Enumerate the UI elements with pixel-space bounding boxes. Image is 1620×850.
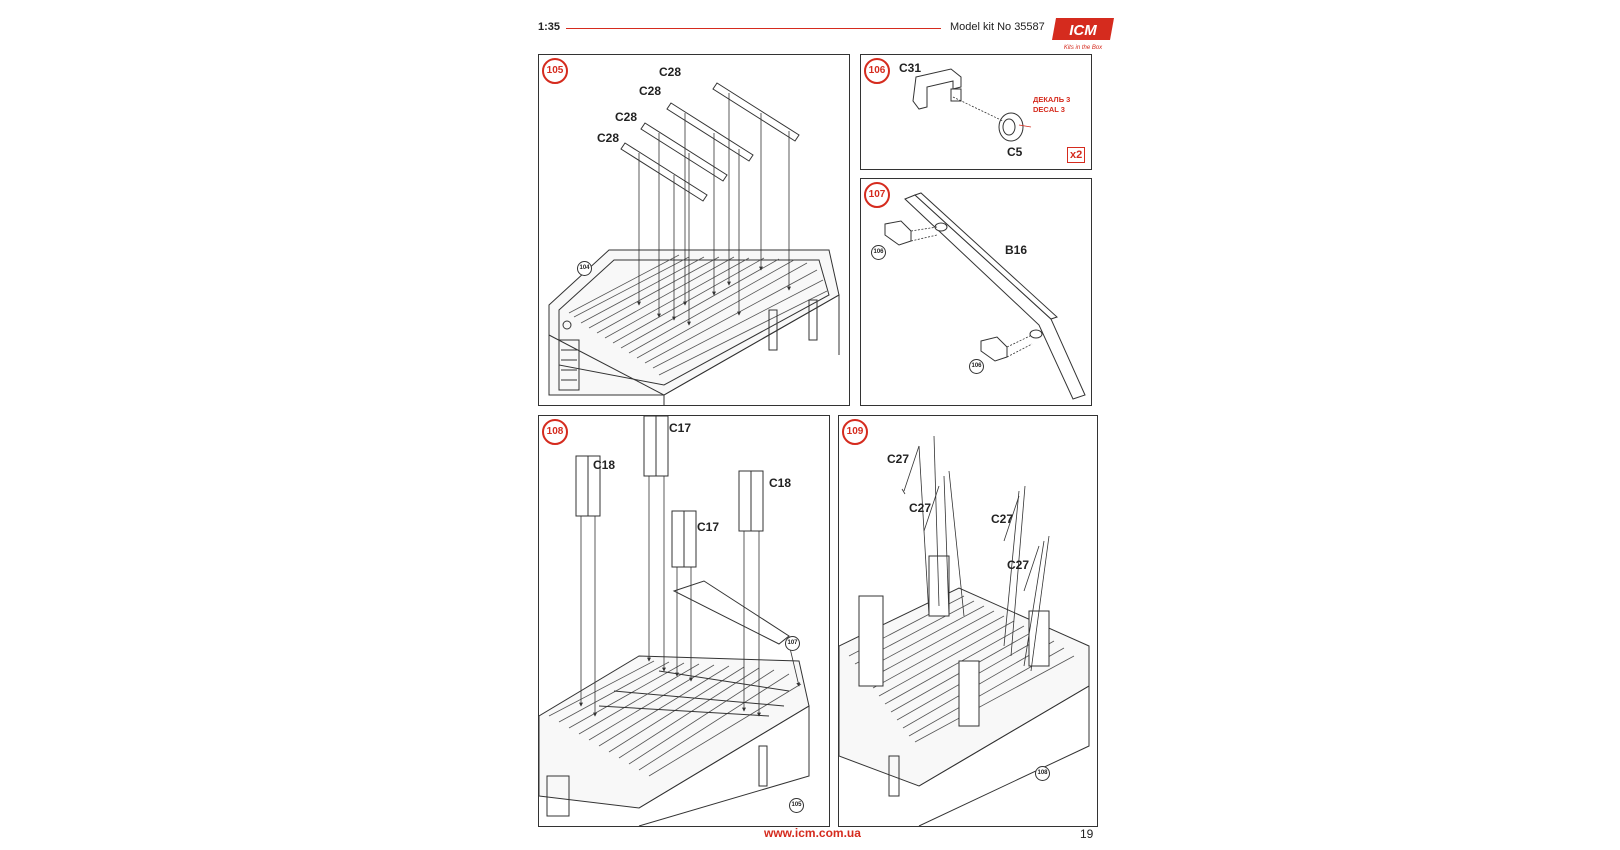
decal-note: ДЕКАЛЬ 3 DECAL 3 — [1033, 95, 1070, 115]
part-label: C18 — [769, 476, 792, 490]
header-rule — [566, 28, 941, 29]
quantity-multiplier: x2 — [1067, 147, 1086, 163]
part-label: C28 — [615, 110, 638, 124]
step-108-panel: 108 — [538, 415, 830, 827]
step-105-panel: 105 — [538, 54, 850, 406]
step-reference: 106 — [969, 359, 984, 374]
part-label: C27 — [887, 452, 910, 466]
part-label: C28 — [639, 84, 662, 98]
step-reference: 108 — [1035, 766, 1050, 781]
part-label: C5 — [1007, 145, 1023, 159]
page-number: 19 — [1080, 827, 1094, 841]
part-label: C27 — [991, 512, 1014, 526]
part-label: C28 — [597, 131, 620, 145]
step-number: 105 — [542, 58, 568, 84]
step-108-illustration — [539, 416, 810, 826]
part-label: C27 — [909, 501, 932, 515]
part-label: C31 — [899, 61, 922, 75]
icm-logo: ICM Kits in the Box — [1052, 18, 1114, 51]
scale-label: 1:35 — [538, 21, 561, 33]
step-107-illustration — [884, 192, 1086, 400]
step-number: 107 — [864, 182, 890, 208]
part-label: C28 — [659, 65, 682, 79]
step-reference: 107 — [785, 636, 800, 651]
step-107-panel: 107 B16 106 106 — [860, 178, 1092, 406]
step-106-panel: 106 C31 C5 ДЕКАЛЬ 3 DECAL 3 x2 — [860, 54, 1092, 170]
step-number: 106 — [864, 58, 890, 84]
part-label: C17 — [669, 421, 692, 435]
step-109-panel: 109 — [838, 415, 1098, 827]
part-label: C17 — [697, 520, 720, 534]
part-label: C27 — [1007, 558, 1030, 572]
step-reference: 105 — [789, 798, 804, 813]
model-kit-number: Model kit No 35587 — [950, 21, 1045, 33]
part-label: C18 — [593, 458, 616, 472]
step-105-illustration — [548, 82, 840, 405]
step-109-illustration — [839, 435, 1090, 826]
part-label: B16 — [1005, 243, 1028, 257]
decal-label-en: DECAL 3 — [1033, 105, 1065, 114]
decal-label-ru: ДЕКАЛЬ 3 — [1033, 95, 1071, 104]
website-link[interactable]: www.icm.com.ua — [764, 826, 861, 840]
svg-text:ICM: ICM — [1069, 22, 1097, 39]
step-reference: 106 — [871, 245, 886, 260]
svg-text:Kits in the Box: Kits in the Box — [1064, 45, 1103, 51]
step-number: 109 — [842, 419, 868, 445]
step-106-illustration — [912, 68, 1032, 142]
step-reference: 104 — [577, 261, 592, 276]
step-number: 108 — [542, 419, 568, 445]
